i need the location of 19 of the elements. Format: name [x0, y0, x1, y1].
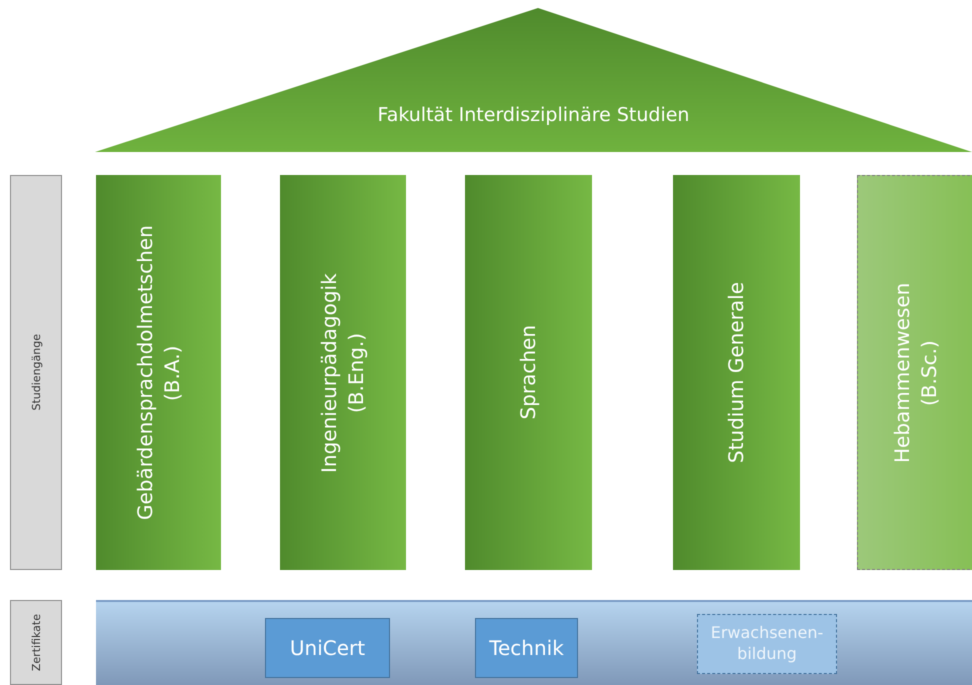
pillar-column	[96, 175, 221, 570]
pillar-column	[280, 175, 406, 570]
pillar-column	[857, 175, 972, 570]
certificate-box: Erwachsenen- bildung	[697, 614, 837, 674]
row-label: Studiengänge	[30, 334, 42, 411]
program-name: Ingenieurpädagogik (B.Eng.)	[316, 272, 369, 474]
faculty-title: Fakultät Interdisziplinäre Studien	[378, 104, 690, 126]
row-label-box	[10, 175, 62, 570]
program-name: Hebammenwesen (B.Sc.)	[889, 281, 942, 465]
program-name: Studium Generale	[723, 282, 749, 464]
row-label-box	[10, 600, 62, 685]
certificate-box: Technik	[475, 618, 578, 678]
certificate-box: UniCert	[265, 618, 390, 678]
pillar-column	[673, 175, 800, 570]
program-name: Sprachen	[515, 325, 541, 420]
row-label: Zertifikate	[30, 614, 42, 672]
certificate-band	[96, 600, 972, 685]
pillar-column	[465, 175, 592, 570]
program-name: Gebärdensprachdolmetschen (B.A.)	[132, 224, 184, 522]
